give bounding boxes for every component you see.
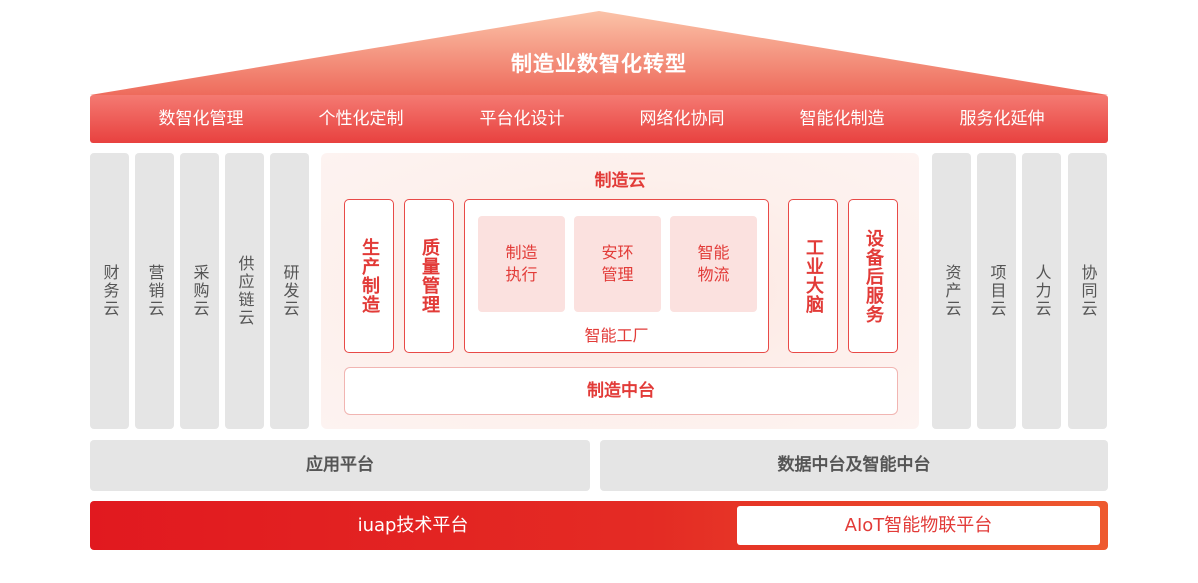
capability-band: 数智化管理 个性化定制 平台化设计 网络化协同 智能化制造 服务化延伸 (90, 95, 1108, 143)
band-item: 数智化管理 (158, 109, 244, 129)
pillar-procurement-cloud: 采购云 (180, 153, 219, 429)
tile-ehs: 安环管理 (574, 216, 661, 312)
base-platform-bar: iuap技术平台 AIoT智能物联平台 (90, 501, 1108, 550)
pillar-label: 协同云 (1078, 264, 1098, 318)
band-item: 智能化制造 (799, 109, 885, 129)
pillar-supply-chain-cloud: 供应链云 (225, 153, 264, 429)
pillar-collaboration-cloud: 协同云 (1068, 153, 1107, 429)
tile-line: 安环 (601, 243, 634, 262)
tile-line: 物流 (697, 265, 730, 284)
tile-line: 制造 (505, 243, 538, 262)
manufacturing-middle-platform: 制造中台 (344, 367, 898, 415)
pillar-finance-cloud: 财务云 (90, 153, 129, 429)
box-industrial-brain: 工业大脑 (788, 199, 838, 353)
smart-factory-box: 制造执行 安环管理 智能物流 智能工厂 (464, 199, 769, 353)
tile-mes: 制造执行 (478, 216, 565, 312)
tile-line: 智能 (697, 243, 730, 262)
data-ai-platform: 数据中台及智能中台 (600, 440, 1108, 491)
pillar-hr-cloud: 人力云 (1022, 153, 1061, 429)
box-label: 设备后服务 (863, 228, 884, 324)
aiot-platform: AIoT智能物联平台 (737, 506, 1100, 545)
pillar-label: 营销云 (145, 264, 165, 318)
band-item: 网络化协同 (639, 109, 725, 129)
band-item: 平台化设计 (479, 109, 565, 129)
pillar-asset-cloud: 资产云 (932, 153, 971, 429)
band-item: 个性化定制 (318, 109, 404, 129)
smart-factory-label: 智能工厂 (584, 326, 649, 345)
box-production: 生产制造 (344, 199, 394, 353)
box-after-service: 设备后服务 (848, 199, 898, 353)
application-platform: 应用平台 (90, 440, 590, 491)
tile-logistics: 智能物流 (670, 216, 757, 312)
pillar-marketing-cloud: 营销云 (135, 153, 174, 429)
pillar-label: 财务云 (100, 264, 120, 318)
box-label: 质量管理 (419, 238, 440, 314)
box-label: 生产制造 (359, 238, 380, 314)
tile-line: 执行 (505, 265, 538, 284)
iuap-platform: iuap技术平台 (357, 515, 469, 536)
manufacturing-cloud-title: 制造云 (594, 171, 646, 191)
box-quality: 质量管理 (404, 199, 454, 353)
roof-shape (90, 11, 1108, 95)
pillar-label: 人力云 (1032, 264, 1052, 318)
roof-title: 制造业数智化转型 (511, 52, 687, 76)
pillar-label: 项目云 (987, 264, 1007, 318)
tile-line: 管理 (601, 265, 634, 284)
pillar-label: 研发云 (280, 264, 300, 318)
pillar-rnd-cloud: 研发云 (270, 153, 309, 429)
pillar-label: 供应链云 (235, 255, 255, 327)
pillar-label: 资产云 (942, 264, 962, 318)
pillar-label: 采购云 (190, 264, 210, 318)
band-item: 服务化延伸 (959, 109, 1045, 129)
pillar-project-cloud: 项目云 (977, 153, 1016, 429)
box-label: 工业大脑 (803, 238, 824, 314)
